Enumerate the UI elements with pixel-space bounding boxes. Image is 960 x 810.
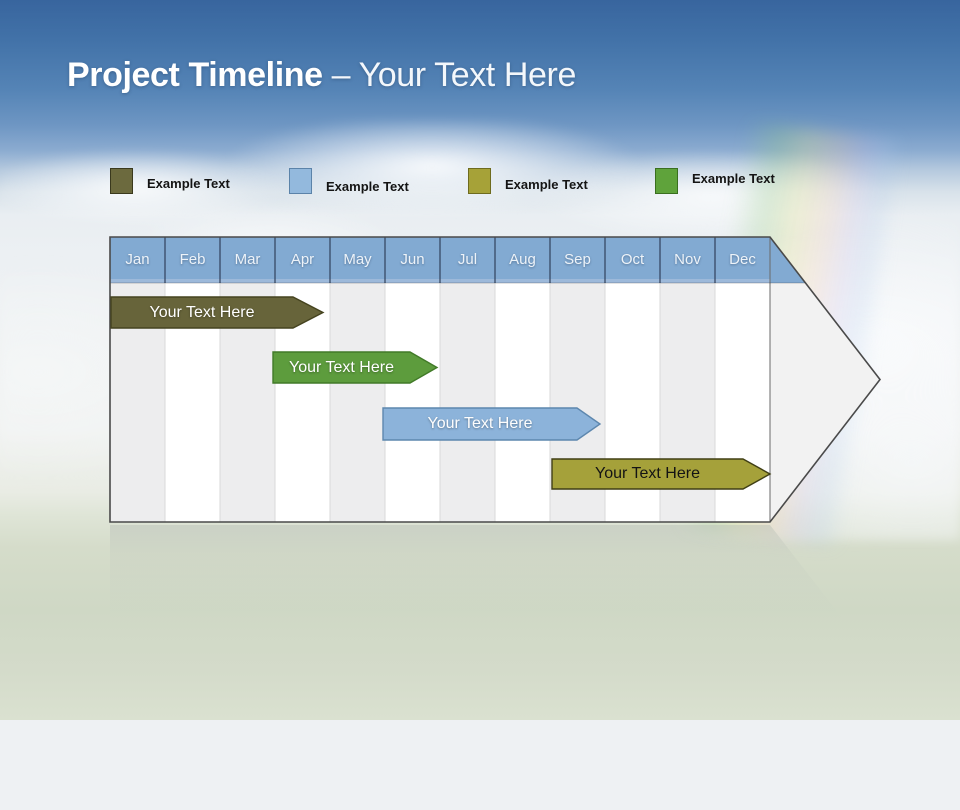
legend-item-1: Example Text: [110, 168, 230, 194]
month-header-dec: Dec: [729, 251, 756, 268]
timeline-bar-3: Your Text Here: [382, 407, 602, 441]
bar-label: Your Text Here: [149, 303, 255, 321]
legend-swatch: [468, 168, 491, 194]
timeline-bar-2: Your Text Here: [272, 351, 439, 384]
title-accent-text: – Your Text Here: [331, 56, 577, 94]
month-header-feb: Feb: [179, 251, 206, 268]
month-header-jun: Jun: [400, 251, 425, 268]
legend-swatch: [110, 168, 133, 194]
legend-item-2: Example Text: [289, 168, 409, 194]
timeline-bar-4: Your Text Here: [551, 458, 772, 490]
bar-label: Your Text Here: [289, 358, 394, 376]
legend-item-3: Example Text: [468, 168, 588, 194]
legend-swatch: [655, 168, 678, 194]
month-header-jan: Jan: [125, 251, 150, 268]
month-header-sep: Sep: [564, 251, 591, 268]
timeline-arrow-chart: Jan Feb Mar Apr May Jun Jul Aug Sep Oct Nov Dec You…: [109, 236, 882, 523]
legend-item-4: Example Text: [655, 168, 775, 194]
legend-label: Example Text: [692, 170, 775, 186]
month-header-oct: Oct: [620, 251, 645, 268]
month-header-apr: Apr: [290, 251, 315, 268]
legend-label: Example Text: [147, 175, 230, 191]
timeline-base-svg: [109, 236, 882, 523]
legend-label: Example Text: [326, 178, 409, 194]
month-header-jul: Jul: [457, 251, 478, 268]
bar-label: Your Text Here: [427, 415, 533, 432]
month-header-mar: Mar: [234, 251, 261, 268]
month-header-may: May: [343, 251, 372, 268]
bar-label: Your Text Here: [595, 465, 700, 482]
legend-label: Example Text: [505, 176, 588, 192]
slide-title: Project Timeline– Your Text Here: [67, 56, 576, 95]
title-bold-text: Project Timeline: [67, 56, 323, 94]
month-header-nov: Nov: [674, 251, 701, 268]
legend-swatch: [289, 168, 312, 194]
big-arrow-outline: [109, 236, 882, 523]
timeline-bar-1: Your Text Here: [110, 296, 325, 329]
month-header-aug: Aug: [509, 251, 536, 268]
